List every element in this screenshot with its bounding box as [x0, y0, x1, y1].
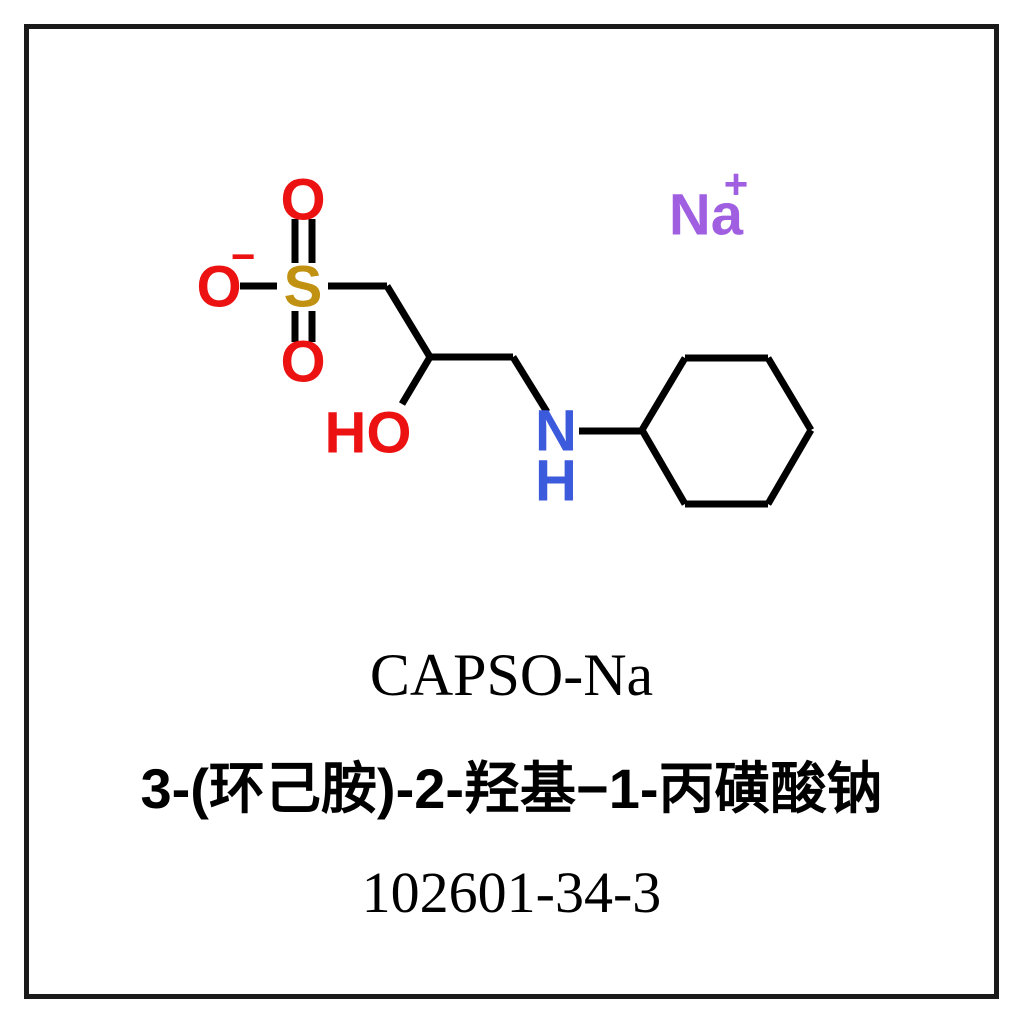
ring-edge-6 [638, 428, 689, 506]
compound-chinese-name-text: 3-(环己胺)-2-羟基−1-丙磺酸钠 [140, 757, 883, 820]
sodium-plus-charge: + [724, 161, 749, 208]
compound-abbreviation-text: CAPSO-Na [369, 642, 654, 708]
sulfonate-oxygen-top-label: O [280, 168, 325, 233]
sulfonate-minus-charge: − [231, 233, 256, 280]
bond-c2-hydroxyl [398, 355, 434, 406]
nh-hydrogen-label: H [535, 449, 577, 514]
sodium-ion-label: Na [669, 183, 744, 248]
sulfur-atom-label: S [284, 255, 323, 320]
hydroxyl-group-label: HO [325, 401, 412, 466]
sulfonate-oxygen-left-label: O [196, 255, 241, 320]
nitrogen-atom-label: N [535, 399, 577, 464]
ring-edge-1 [638, 356, 689, 432]
bond-c1-c2 [384, 284, 433, 359]
border-frame [24, 24, 999, 999]
bond-c3-nitrogen [510, 355, 550, 414]
ring-edge-4 [764, 428, 815, 506]
sulfonate-oxygen-bottom-label: O [280, 330, 325, 395]
ring-edge-3 [764, 356, 815, 432]
cas-number-text: 102601-34-3 [361, 860, 662, 925]
